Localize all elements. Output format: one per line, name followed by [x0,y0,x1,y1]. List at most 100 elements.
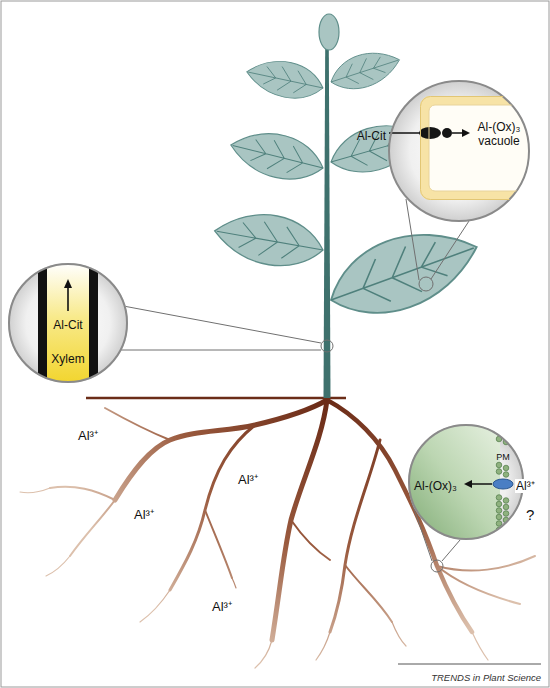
root-system-part [437,566,520,604]
root-system-part [345,565,392,622]
leaf-cell-illustration-part [389,132,421,134]
leaf-cell-inset-outline [388,80,530,222]
leaf-cell-illustration [389,81,550,221]
membrane-lipid [503,465,509,471]
inset-ring [389,81,529,221]
leaf-cell-illustration-part [442,128,452,138]
leader-lines-part [116,305,321,350]
xylem-illustration-part [8,263,128,383]
xylem-illustration-part-part [38,263,47,383]
leaf-cell-illustration-part-part [420,96,550,200]
root-system-part [272,400,327,640]
vacuole-box: Al-(Ox)₃ vacuole [420,96,550,200]
root-system-part [437,556,535,571]
journal-credit-slot: TRENDS in Plant Science [380,667,541,685]
membrane-lipid [496,521,502,527]
ion-label: Al³⁺ [212,599,232,615]
compound-label: Al-(Ox)₃ [414,479,457,493]
ion-label: Al³⁺ [238,472,258,488]
root-system-part [70,500,115,556]
ion-label-slot: Al³⁺ [134,505,168,523]
inset-ring [9,264,127,382]
xylem-illustration-part [64,279,72,288]
inset-ring [409,425,523,539]
compound-label: Al-Cit [53,318,82,332]
membrane-lipid [503,530,509,536]
xylem-illustration-part-part [47,263,89,383]
leaf-cell-illustration-part [419,127,441,139]
compound-label: Al-Cit [357,129,386,143]
xylem-illustration-part [38,263,98,383]
root-system-part [170,425,255,590]
leaf-cell-inset: Al-CitAl-(Ox)₃ vacuole [388,80,530,222]
journal-credit: TRENDS in Plant Science [431,672,541,683]
root-system-part [330,440,380,632]
membrane-lipid [496,514,502,520]
vacuole-label-slot: Al-(Ox)₃ vacuole [474,120,524,149]
credit-rule [398,664,541,665]
root-cell-illustration-part [464,480,472,488]
membrane-lipid [503,511,509,517]
xylem-illustration [8,263,128,383]
membrane-lipid [496,508,502,514]
leader-lines-part [321,340,333,352]
root-system-part [205,510,232,578]
membrane-lipid [503,426,509,432]
membrane-lipid [496,423,502,429]
membrane-lipid [496,501,502,507]
membrane-lipid [496,495,502,501]
question-mark-slot: ? [526,506,540,524]
vacuole-outer-edge [421,97,550,200]
ion-label: Al³⁺ [134,507,154,523]
membrane-lipid [503,504,509,510]
leaf-cell-illustration-part [420,96,550,200]
plant-stem [324,48,331,398]
membrane-label: PM [496,452,510,463]
leader-lines-part [419,277,433,291]
membrane-lipid [503,472,509,478]
root-system-part [50,487,115,500]
leader-lines-part [431,560,443,572]
root-system-part [20,488,488,668]
ion-label-slot: Al³⁺ [238,470,272,488]
membrane-lipid [503,433,509,439]
compound-label-slot: Al-Cit [47,315,89,333]
compound-label-slot: Al-Cit [352,126,386,144]
root-system-part [115,400,327,500]
ion-label: Al³⁺ [78,428,98,444]
vacuole-outline-group [421,97,550,200]
membrane-lipid [496,534,502,540]
root-system-part [291,520,330,560]
xylem-illustration-part [67,286,69,311]
ion-label-slot: Al³⁺ [212,597,246,615]
root-cell-illustration-part-part [408,424,500,540]
leaf-cell-illustration-part [462,129,470,137]
vacuole-label: Al-(Ox)₃ vacuole [474,120,524,149]
root-cell-illustration-part [493,479,513,489]
ion-label-slot: Al³⁺ [515,476,544,494]
leaves-part [211,206,328,274]
membrane-lipid [503,537,509,543]
membrane-lipid [496,469,502,475]
tonoplast-edge [429,105,541,191]
ion-label-slot: Al³⁺ [78,426,112,444]
compound-label-slot: Al-(Ox)₃ [414,476,464,494]
root-cell-illustration [408,423,524,542]
leader-lines [116,199,469,572]
membrane-label-slot: PM [494,446,512,464]
leaves-part [326,44,404,97]
ground-line [86,397,346,400]
xylem-illustration-part-part [89,263,98,383]
tissue-label: Xylem [51,352,84,366]
ion-label: Al³⁺ [515,479,536,493]
root-cell-inset: PMAl-(Ox)₃Al³⁺ [408,424,524,540]
root-system [20,400,535,668]
root-system-part [105,408,170,440]
leaves-part [226,124,329,188]
tissue-label-slot: Xylem [47,349,89,367]
membrane-lipid [496,462,502,468]
